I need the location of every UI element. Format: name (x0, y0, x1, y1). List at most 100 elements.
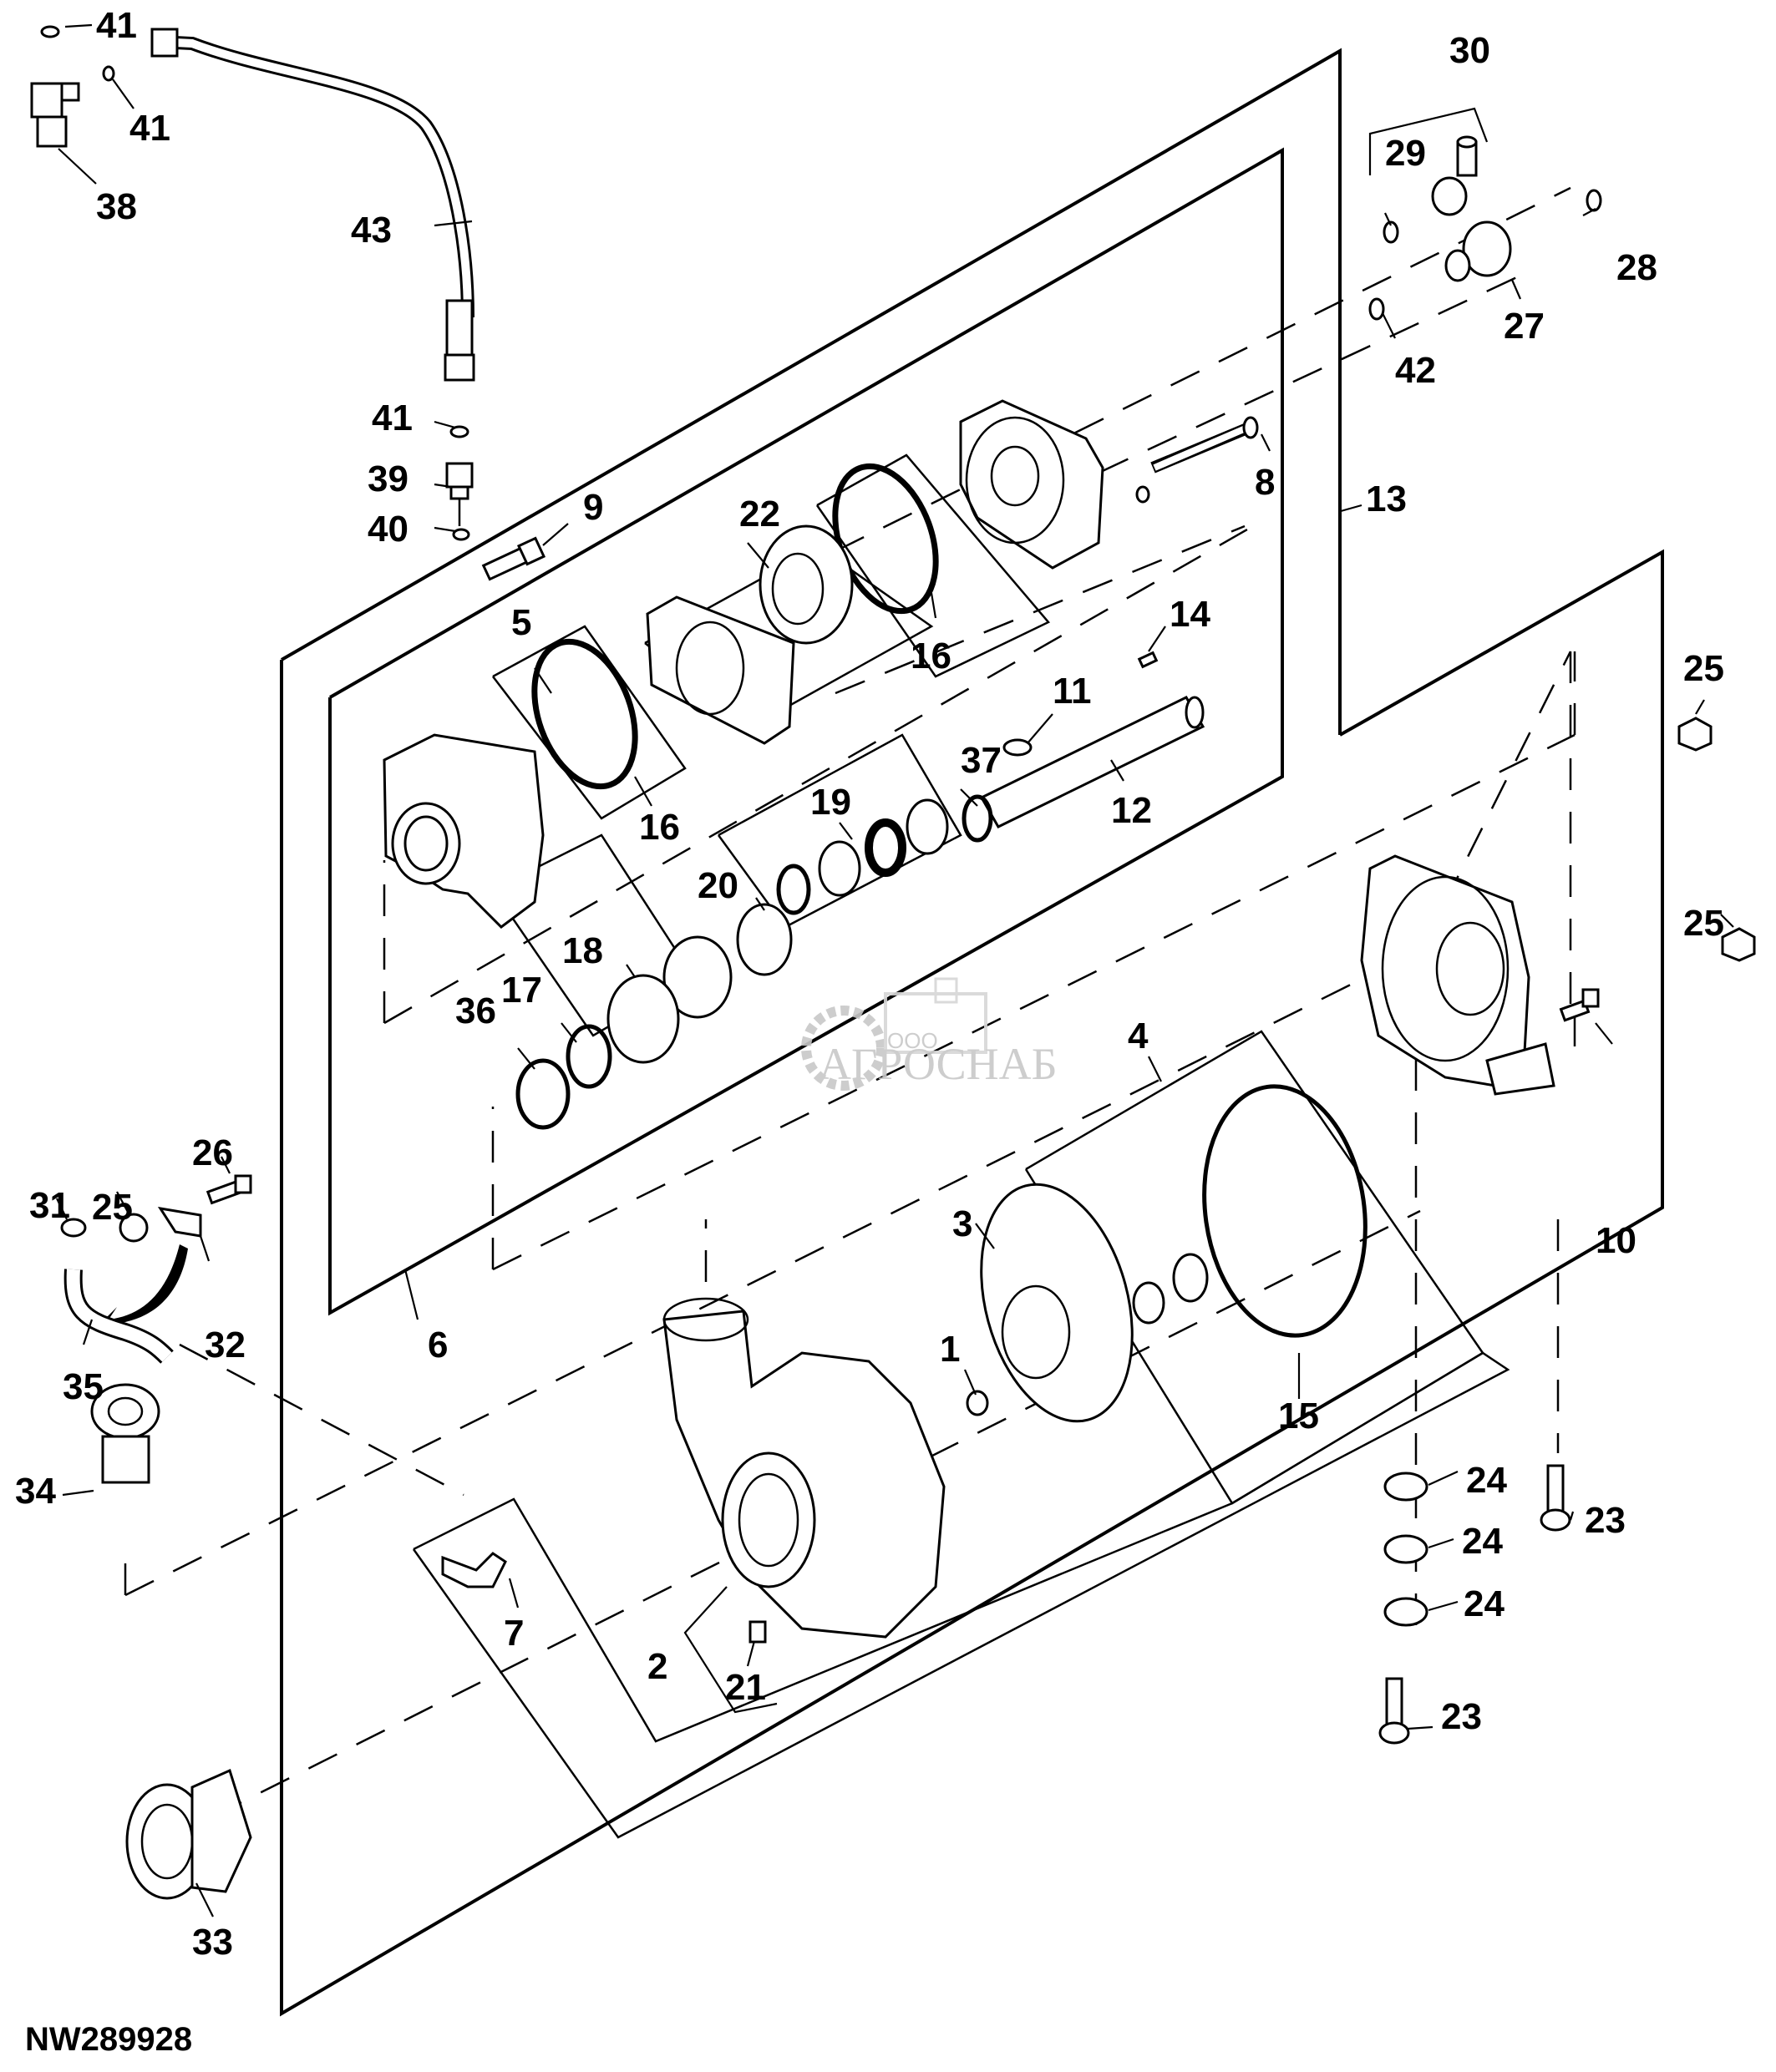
callout-18: 18 (562, 930, 603, 971)
group-frames (280, 48, 1664, 2017)
frame-19 (717, 733, 962, 929)
callout-37: 37 (961, 740, 1002, 781)
callout-labels: 41 41 38 43 41 39 40 9 30 29 28 27 42 8 … (15, 5, 1724, 1963)
callout-6: 6 (428, 1325, 448, 1365)
part-plate (646, 595, 795, 745)
callout-23: 23 (1585, 1500, 1626, 1541)
part-40-oring (452, 528, 470, 541)
callout-31: 31 (29, 1185, 70, 1226)
gear-icon (801, 1006, 886, 1091)
callout-28: 28 (1616, 247, 1657, 288)
part-23-bolt (1540, 1464, 1571, 1532)
part-27-adapter (1444, 220, 1512, 282)
part-23-bolt (1378, 1677, 1410, 1745)
callout-23: 23 (1441, 1696, 1482, 1737)
part-25-nut (1721, 927, 1756, 962)
watermark-prefix: ООО (887, 1028, 938, 1053)
callout-25: 25 (92, 1187, 133, 1228)
callout-10: 10 (1596, 1220, 1636, 1261)
leader-lines (56, 23, 1734, 1917)
callout-26: 26 (192, 1132, 233, 1173)
part-washer (1135, 485, 1150, 504)
part-18-bearing (606, 974, 680, 1064)
part-22-gerotor (759, 524, 854, 645)
part-24-washer (1383, 1534, 1428, 1564)
part-41-oring (102, 65, 115, 82)
part-19-seal-set (818, 798, 949, 897)
part-39-adapter (445, 462, 474, 500)
part-bracket-housing (1360, 854, 1555, 1096)
part-14-key (1137, 651, 1159, 669)
callout-38: 38 (96, 186, 137, 227)
part-41-oring (449, 425, 469, 438)
callout-1: 1 (940, 1329, 960, 1370)
part-16-oring (531, 638, 638, 790)
part-7-elbow-fitting (441, 1552, 507, 1588)
callout-42: 42 (1395, 350, 1436, 391)
part-8-bolt (1150, 416, 1259, 474)
callout-15: 15 (1278, 1396, 1319, 1436)
callout-39: 39 (368, 458, 408, 499)
part-32-clip (157, 1206, 202, 1238)
part-36-snap-ring (515, 1058, 571, 1130)
callout-25: 25 (1683, 648, 1724, 689)
watermark-logo: ООО АГРОСНАБ (801, 977, 1058, 1091)
callout-8: 8 (1255, 462, 1275, 503)
part-26-bolt (206, 1174, 252, 1205)
part-41-oring (40, 25, 60, 38)
part-25-nut (119, 1213, 149, 1243)
callout-14: 14 (1170, 594, 1210, 635)
part-34-plug (90, 1383, 160, 1484)
part-25-nut (1677, 717, 1713, 752)
callout-30: 30 (1449, 30, 1490, 71)
part-35-hose (63, 1269, 174, 1364)
callout-41: 41 (129, 108, 170, 149)
callout-27: 27 (1504, 306, 1545, 347)
callout-7: 7 (504, 1613, 524, 1654)
part-10-bolt (1559, 988, 1600, 1022)
frame-lower-housing (412, 1351, 1510, 1839)
callout-41: 41 (96, 5, 137, 46)
part-20-bearing (736, 903, 793, 976)
center-lines (124, 186, 1576, 1818)
callout-2: 2 (647, 1646, 667, 1687)
part-29-oring (1383, 220, 1399, 244)
callout-24: 24 (1466, 1460, 1507, 1501)
part-24-washer (1383, 1472, 1428, 1502)
part-31-clamp (60, 1218, 87, 1238)
callout-16: 16 (911, 636, 951, 676)
callout-24: 24 (1462, 1521, 1503, 1562)
part-43-hose (150, 28, 475, 382)
watermark-name: АГРОСНАБ (819, 1039, 1058, 1089)
part-oring (776, 864, 811, 915)
part-3-impeller (980, 1183, 1134, 1423)
callout-34: 34 (15, 1471, 56, 1512)
part-11-key (1002, 738, 1033, 757)
callout-20: 20 (698, 865, 738, 906)
callout-12: 12 (1111, 790, 1152, 831)
callout-21: 21 (725, 1667, 766, 1708)
callout-29: 29 (1385, 133, 1426, 174)
callout-22: 22 (739, 494, 780, 534)
callout-40: 40 (368, 509, 408, 550)
frame-outer-6-lower (280, 549, 1664, 2017)
callout-16: 16 (639, 807, 680, 848)
part-30-elbow (1431, 135, 1478, 216)
part-42-oring (1368, 297, 1385, 321)
part-24-washer (1383, 1597, 1428, 1627)
callout-17: 17 (501, 970, 542, 1011)
callout-3: 3 (952, 1203, 972, 1244)
part-38-elbow-fitting (30, 82, 80, 148)
part-bearing (662, 935, 733, 1019)
figure-id: NW289928 (25, 2021, 192, 2058)
callout-9: 9 (583, 487, 603, 528)
part-15-oring (1202, 1084, 1368, 1338)
callout-41: 41 (372, 398, 413, 438)
part-end-cover (959, 399, 1104, 570)
part-33-drain-plug (125, 1768, 252, 1900)
part-2-volute-housing (662, 1297, 946, 1639)
callout-43: 43 (351, 210, 392, 251)
part-17-snap-ring (566, 1024, 612, 1089)
callout-4: 4 (1128, 1016, 1149, 1056)
